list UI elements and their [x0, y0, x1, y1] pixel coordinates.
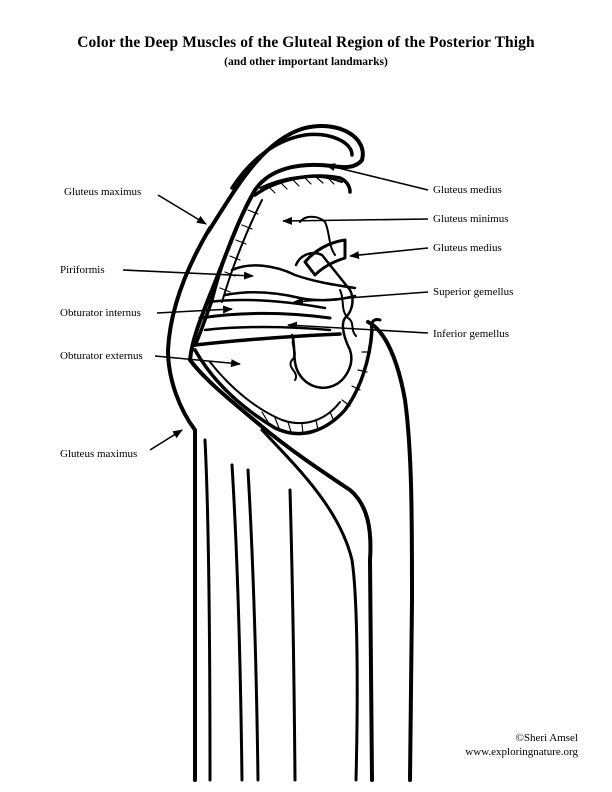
arrow-obturator-externus — [154, 355, 241, 368]
obturator-internus-outline — [198, 312, 332, 320]
gluteus-maximus-outline — [188, 124, 374, 782]
right-hip-notch — [370, 318, 382, 332]
thigh-line-3 — [246, 468, 260, 782]
deep-window-bottom — [193, 328, 374, 436]
thigh-line-5 — [260, 428, 359, 782]
label-obturator-internus: Obturator internus — [60, 307, 141, 319]
website-link[interactable]: www.exploringnature.org — [465, 746, 578, 758]
label-gluteus-medius-top: Gluteus medius — [433, 184, 502, 196]
label-gluteus-maximus-bottom: Gluteus maximus — [60, 448, 137, 460]
gluteus-medius-right-outline — [303, 238, 347, 277]
arrow-gluteus-maximus-bottom — [149, 429, 183, 451]
right-thigh-outline — [366, 320, 414, 782]
medius-stripes — [267, 176, 335, 194]
arrow-gluteus-medius-top — [325, 163, 429, 191]
arrow-piriformis — [122, 269, 254, 280]
iliac-crest-band — [230, 132, 354, 190]
inferior-gemellus-outline — [203, 325, 332, 332]
maximus-stripes-left — [219, 209, 259, 293]
greater-trochanter — [290, 251, 354, 389]
maximus-stripes-bottom — [261, 351, 371, 435]
superior-gemellus-outline — [206, 298, 327, 310]
obturator-externus-outline — [193, 332, 342, 347]
arrow-gluteus-medius-right — [349, 247, 429, 260]
copyright-text: ©Sheri Amsel — [515, 732, 578, 744]
label-superior-gemellus: Superior gemellus — [433, 286, 513, 298]
label-gluteus-minimus: Gluteus minimus — [433, 213, 508, 225]
page-title: Color the Deep Muscles of the Gluteal Re… — [77, 34, 535, 51]
thigh-line-1 — [203, 438, 212, 782]
label-obturator-externus: Obturator externus — [60, 350, 143, 362]
label-gluteus-medius-right: Gluteus medius — [433, 242, 502, 254]
gluteus-minimus-outline — [299, 215, 336, 256]
thigh-line-4 — [288, 488, 297, 782]
ischial-tuberosity — [289, 335, 298, 381]
gluteus-medius-top-outline — [253, 174, 352, 197]
arrow-obturator-internus — [156, 305, 233, 314]
arrow-gluteus-minimus — [282, 216, 429, 225]
page-subtitle: (and other important landmarks) — [224, 56, 388, 68]
gluteus-medius-band — [259, 175, 343, 189]
deep-window-left-inner — [221, 199, 263, 303]
deep-window-left — [193, 194, 254, 347]
label-piriformis: Piriformis — [60, 264, 105, 276]
arrow-gluteus-maximus-top — [157, 194, 207, 225]
arrow-inferior-gemellus — [287, 321, 429, 334]
buttock-left-edge — [166, 226, 212, 782]
label-gluteus-maximus-top: Gluteus maximus — [64, 186, 141, 198]
deep-window-bottom-inner — [209, 361, 341, 425]
thigh-line-2 — [230, 463, 244, 782]
label-inferior-gemellus: Inferior gemellus — [433, 328, 509, 340]
arrow-superior-gemellus — [293, 291, 429, 306]
